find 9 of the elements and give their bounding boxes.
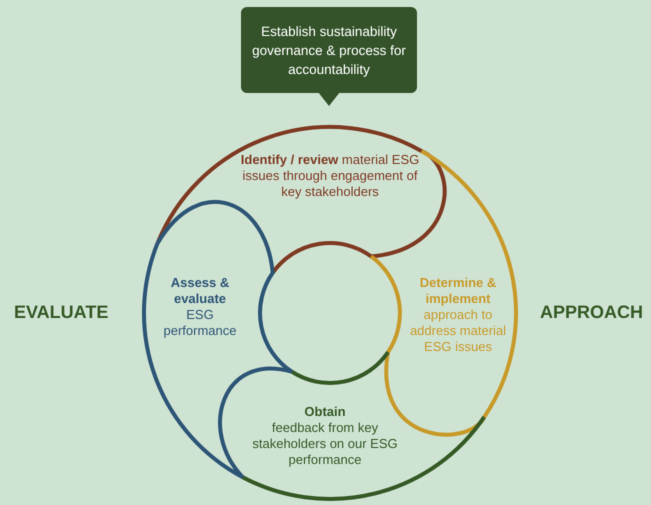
step-heading: Assess & evaluate	[170, 275, 230, 307]
step-text: Identify / review material ESG issues through engagement of key stakeholders	[240, 152, 420, 200]
step-heading: Obtain	[303, 404, 347, 420]
side-label: EVALUATE	[14, 302, 108, 323]
callout-box: Establish sustainability governance & process for accountability	[241, 7, 417, 93]
step-text: ESG performance	[162, 307, 238, 339]
step-text: approach to address material ESG issues	[408, 307, 508, 355]
step-text: feedback from key stakeholders on our ESG performance	[251, 420, 399, 468]
side-label: APPROACH	[540, 302, 644, 323]
